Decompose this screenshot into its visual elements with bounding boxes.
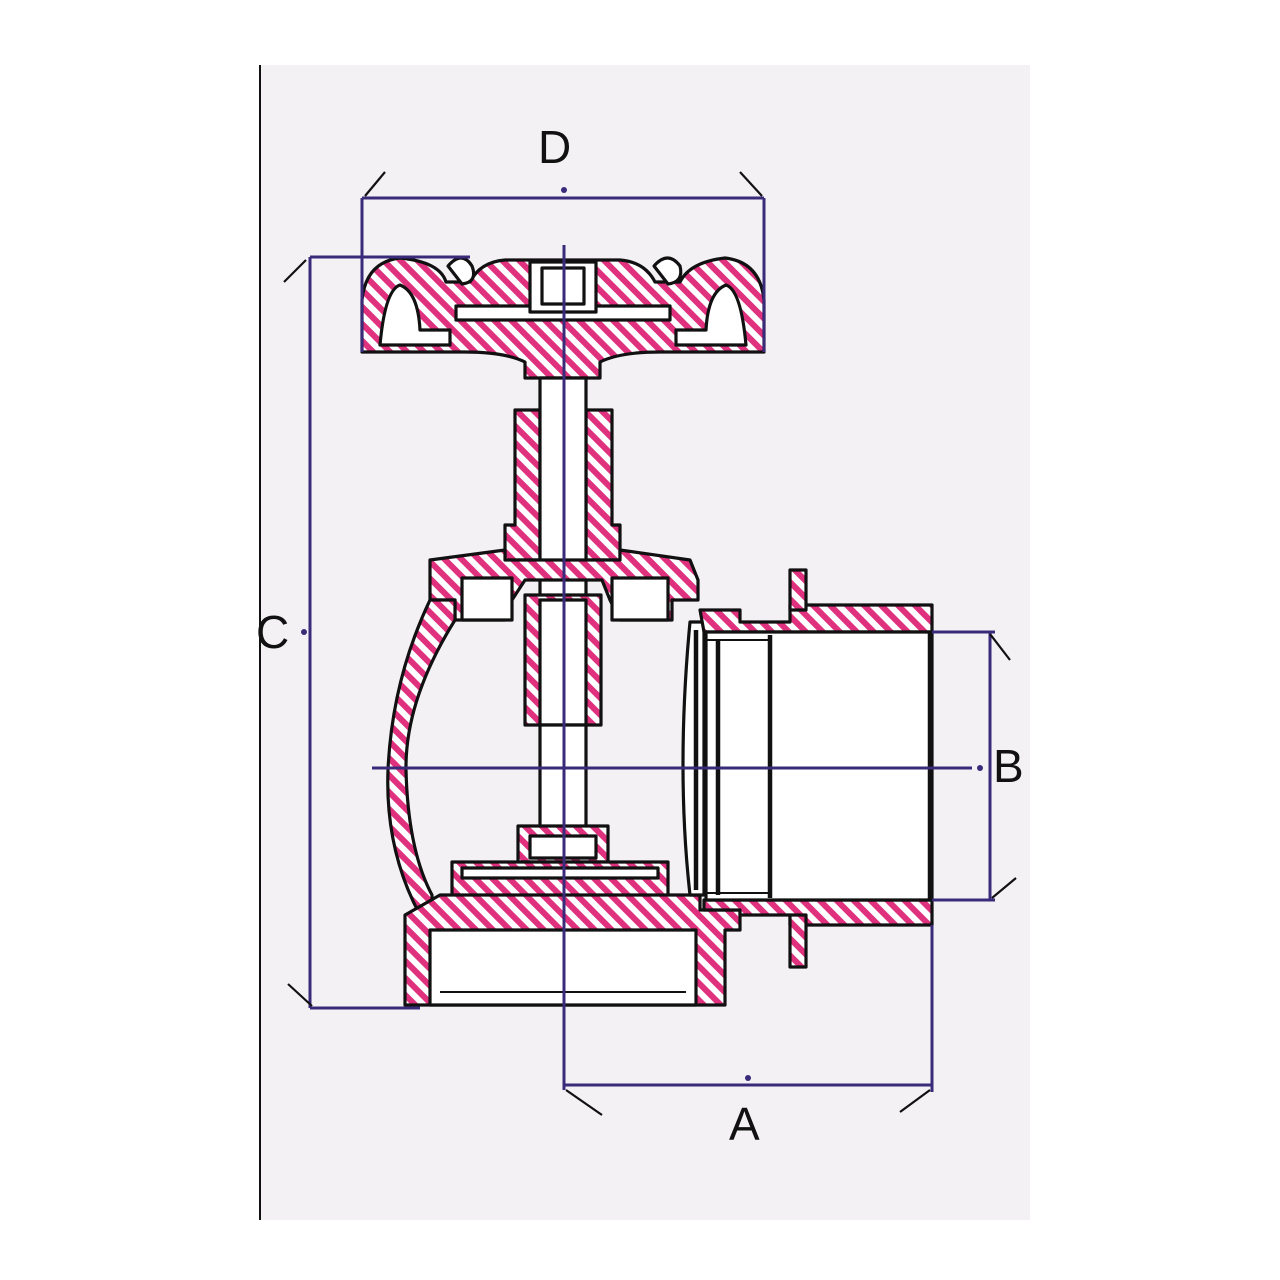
- dimension-a-label: A: [729, 1098, 760, 1150]
- dimension-a: [564, 925, 934, 1116]
- dimension-d-label: D: [538, 121, 571, 173]
- dimension-d: [360, 171, 766, 352]
- dimension-c: [283, 255, 470, 1010]
- outlet-coupling: [698, 568, 934, 969]
- dimension-b-label: B: [993, 740, 1024, 792]
- dimension-c-label: C: [256, 606, 289, 658]
- dimension-b: [932, 630, 1017, 902]
